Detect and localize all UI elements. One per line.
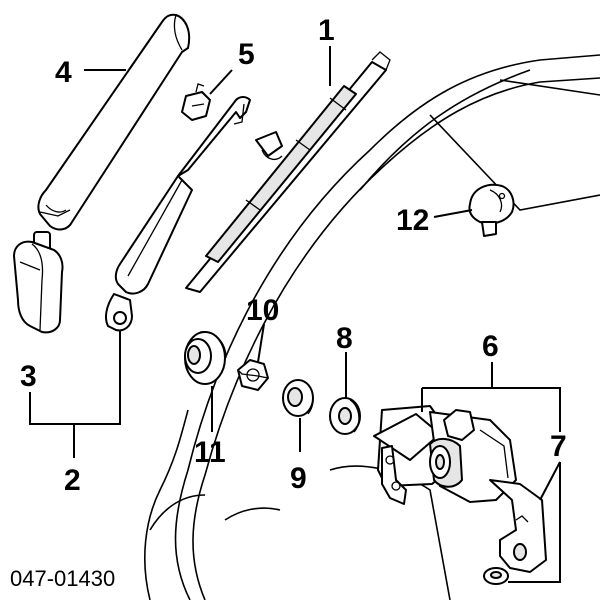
part-11-grommet (184, 331, 227, 385)
callout-5: 5 (238, 38, 255, 71)
part-9-washer (282, 379, 314, 417)
part-6-7-wiper-motor (373, 405, 547, 573)
part-3-arm-cap (13, 231, 64, 334)
callout-2: 2 (64, 464, 81, 497)
diagram-code: 047-01430 (10, 566, 115, 591)
part-2-wiper-arm (105, 96, 251, 332)
callout-1: 1 (318, 14, 335, 47)
callout-11: 11 (194, 436, 226, 469)
part-10-nut (237, 359, 269, 391)
callout-9: 9 (290, 462, 307, 495)
part-5-clip (181, 83, 211, 121)
part-4-arm-cover (37, 13, 191, 231)
part-1-wiper-blade (185, 51, 391, 293)
callout-labels: 4 5 1 12 10 8 6 3 11 9 7 2 047-01430 (10, 14, 567, 591)
callout-3: 3 (20, 360, 37, 393)
part-12-washer-nozzle (468, 183, 515, 237)
callout-12: 12 (396, 204, 429, 237)
tailgate-outline (144, 54, 600, 600)
callout-10: 10 (246, 294, 279, 327)
callout-8: 8 (336, 322, 353, 355)
part-7-grommet (483, 567, 509, 585)
part-8-seal (329, 397, 361, 435)
callout-7: 7 (550, 430, 567, 463)
callout-6: 6 (482, 330, 499, 363)
callout-4: 4 (55, 56, 72, 89)
leader-lines (29, 46, 561, 583)
